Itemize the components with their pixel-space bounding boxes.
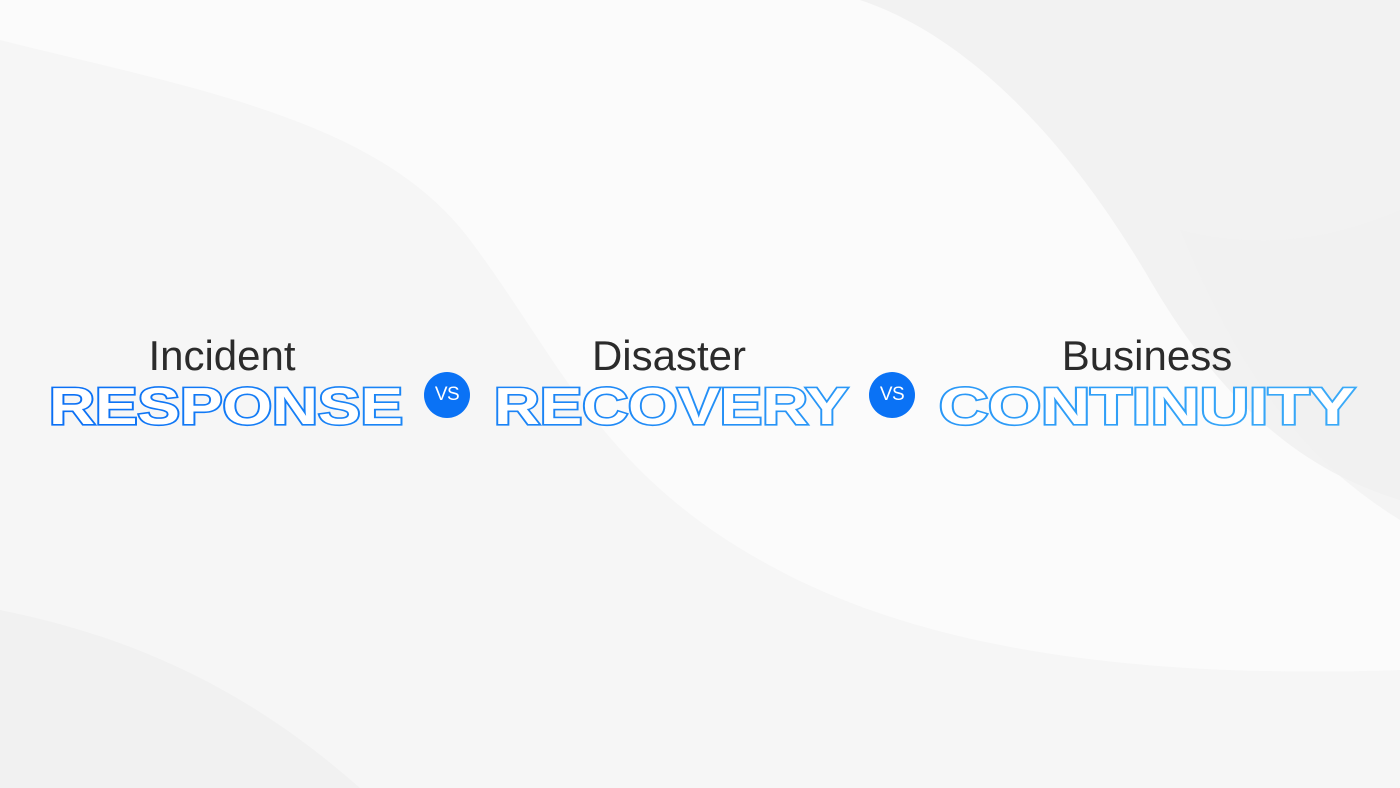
subtitle-business: Business (1061, 332, 1233, 379)
svg-text:RESPONSE: RESPONSE (49, 378, 403, 436)
disaster-recovery-group: Disaster RECOVERY (491, 332, 851, 438)
headline-recovery: RECOVERY (491, 376, 851, 437)
svg-text:CONTINUITY: CONTINUITY (939, 378, 1355, 436)
headline-response: RESPONSE (46, 376, 406, 437)
vs-badge-1: VS (424, 372, 470, 418)
vs-label-1: VS (434, 384, 460, 405)
vs-label-2: VS (879, 384, 905, 405)
vs-badge-2: VS (869, 372, 915, 418)
subtitle-disaster: Disaster (591, 332, 747, 379)
subtitle-incident: Incident (148, 332, 296, 379)
svg-text:RECOVERY: RECOVERY (494, 378, 848, 436)
headline-continuity: CONTINUITY (936, 376, 1358, 437)
business-continuity-group: Business CONTINUITY (936, 332, 1358, 438)
incident-response-group: Incident RESPONSE (46, 332, 406, 438)
